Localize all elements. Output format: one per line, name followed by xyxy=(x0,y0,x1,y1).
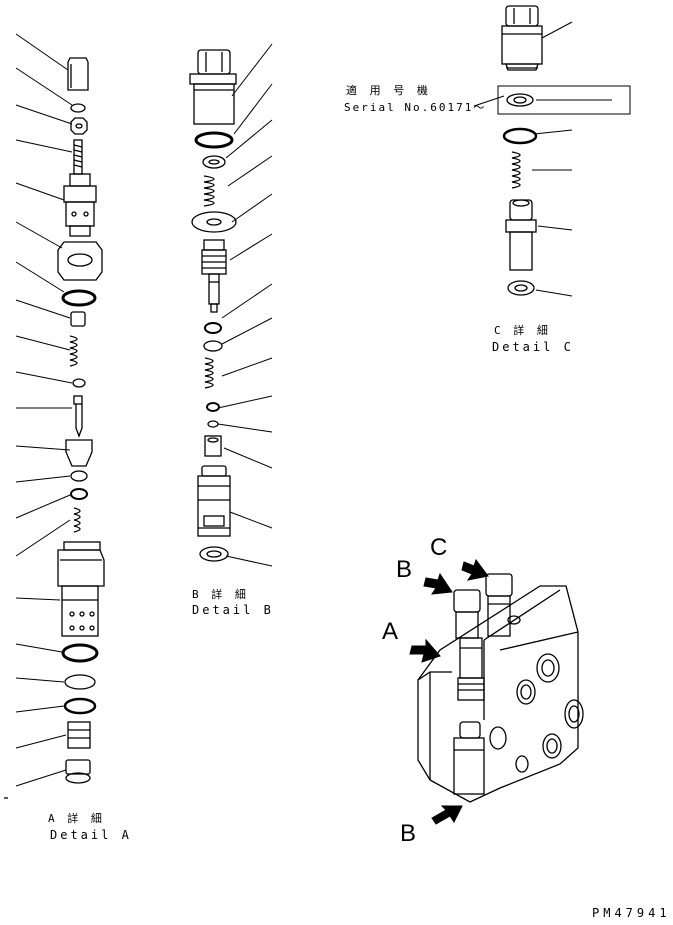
view-label-b-bottom: B xyxy=(400,820,417,847)
detail-a-title-jp: A 詳 細 xyxy=(48,812,105,825)
detail-b-title-jp: B 詳 細 xyxy=(192,588,249,601)
view-arrows xyxy=(409,558,489,825)
arrow-c xyxy=(461,558,489,581)
detail-a-parts xyxy=(4,57,105,799)
detail-b-parts xyxy=(189,49,237,562)
arrow-b-bottom xyxy=(431,805,463,825)
arrow-a xyxy=(409,638,441,663)
serial-note-jp: 適 用 号 機 xyxy=(346,84,431,97)
valve-assembly xyxy=(417,573,584,803)
detail-c-title-jp: C 詳 細 xyxy=(494,324,551,337)
detail-c-leader-lines xyxy=(473,21,612,297)
detail-a-title-en: Detail A xyxy=(50,828,132,842)
detail-b-title-en: Detail B xyxy=(192,603,274,617)
detail-b-leader-lines xyxy=(217,43,273,567)
serial-note-en: Serial No.60171～ xyxy=(344,101,487,114)
detail-c-title-en: Detail C xyxy=(492,340,574,354)
arrow-b-top xyxy=(423,572,453,595)
detail-c-parts xyxy=(497,5,631,296)
drawing-id: PM47941 xyxy=(592,906,671,920)
view-label-b-top: B xyxy=(396,556,413,583)
view-label-a: A xyxy=(382,618,399,645)
view-label-c: C xyxy=(430,534,448,561)
detail-a-leader-lines xyxy=(15,33,73,787)
